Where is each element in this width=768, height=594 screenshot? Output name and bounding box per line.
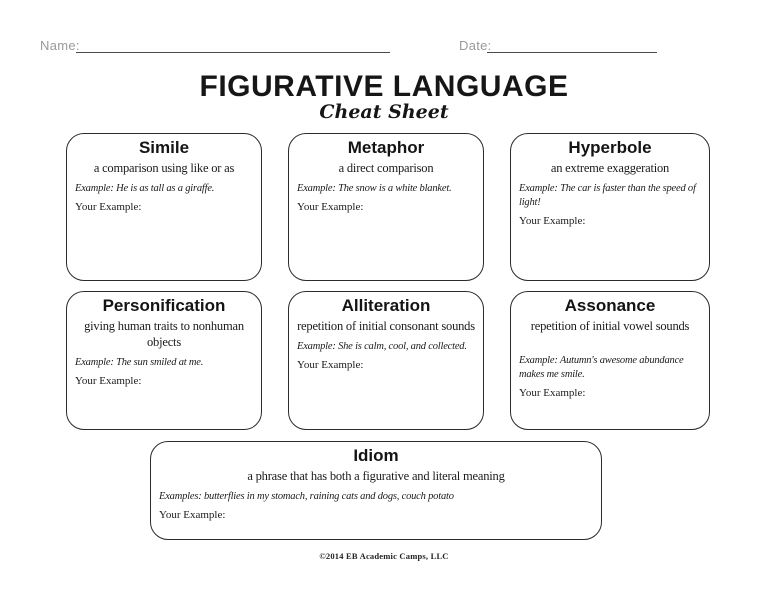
- example-label: Example:: [297, 340, 336, 352]
- example-label: Example:: [519, 182, 558, 194]
- your-example-label: Your Example:: [297, 200, 364, 213]
- card-assonance: Assonance repetition of initial vowel so…: [510, 291, 710, 430]
- card-definition: giving human traits to nonhuman objects: [84, 318, 244, 349]
- your-example-label: Your Example:: [297, 358, 364, 371]
- card-title: Hyperbole: [568, 138, 652, 157]
- your-example-label: Your Example:: [519, 387, 586, 400]
- page-subtitle: Cheat Sheet: [319, 101, 449, 123]
- card-example: Example: The snow is a white blanket.: [297, 182, 475, 196]
- example-label: Examples:: [159, 490, 202, 502]
- card-definition: an extreme exaggeration: [550, 160, 670, 175]
- example-label: Example:: [297, 182, 336, 194]
- example-text: butterflies in my stomach, raining cats …: [203, 490, 454, 502]
- card-idiom: Idiom a phrase that has both a figurativ…: [150, 441, 602, 540]
- your-example-label: Your Example:: [75, 200, 142, 213]
- card-simile: Simile a comparison using like or as Exa…: [66, 133, 262, 281]
- example-label: Example:: [519, 354, 558, 366]
- card-definition: a comparison using like or as: [93, 160, 235, 175]
- example-text: The sun smiled at me.: [116, 357, 204, 369]
- your-example-label: Your Example:: [519, 215, 586, 228]
- example-text: He is as tall as a giraffe.: [116, 182, 215, 194]
- card-definition: a phrase that has both a figurative and …: [247, 468, 505, 483]
- card-title: Idiom: [353, 446, 399, 465]
- footer-copyright: ©2014 EB Academic Camps, LLC: [319, 551, 449, 561]
- example-text: Autumn's awesome abundance makes me smil…: [519, 354, 684, 380]
- card-example: Example: She is calm, cool, and collecte…: [297, 340, 475, 354]
- example-text: The snow is a white blanket.: [338, 182, 452, 194]
- card-example: Example: Autumn's awesome abundance make…: [519, 354, 701, 382]
- card-example: Example: The sun smiled at me.: [75, 356, 253, 370]
- card-example: Examples: butterflies in my stomach, rai…: [159, 490, 593, 504]
- your-example-label: Your Example:: [75, 375, 142, 388]
- card-metaphor: Metaphor a direct comparison Example: Th…: [288, 133, 484, 281]
- example-text: She is calm, cool, and collected.: [338, 340, 467, 352]
- date-label: Date:: [459, 38, 492, 53]
- date-fill-line[interactable]: [487, 38, 657, 53]
- card-alliteration: Alliteration repetition of initial conso…: [288, 291, 484, 430]
- card-title: Simile: [138, 138, 190, 157]
- example-text: The car is faster than the speed of ligh…: [519, 182, 696, 208]
- card-hyperbole: Hyperbole an extreme exaggeration Exampl…: [510, 133, 710, 281]
- card-personification: Personification giving human traits to n…: [66, 291, 262, 430]
- page-title: FIGURATIVE LANGUAGE: [199, 70, 569, 103]
- card-title: Personification: [102, 296, 226, 315]
- card-title: Assonance: [564, 296, 656, 315]
- example-label: Example:: [75, 357, 114, 369]
- name-fill-line[interactable]: [76, 38, 390, 53]
- card-definition: repetition of initial consonant sounds: [297, 318, 475, 333]
- card-title: Metaphor: [347, 138, 425, 157]
- name-label: Name:: [40, 38, 80, 53]
- card-title: Alliteration: [341, 296, 431, 315]
- card-definition: a direct comparison: [338, 160, 434, 175]
- card-example: Example: He is as tall as a giraffe.: [75, 182, 253, 196]
- example-label: Example:: [75, 182, 114, 194]
- card-example: Example: The car is faster than the spee…: [519, 182, 701, 210]
- your-example-label: Your Example:: [159, 508, 226, 521]
- card-definition: repetition of initial vowel sounds: [530, 318, 690, 333]
